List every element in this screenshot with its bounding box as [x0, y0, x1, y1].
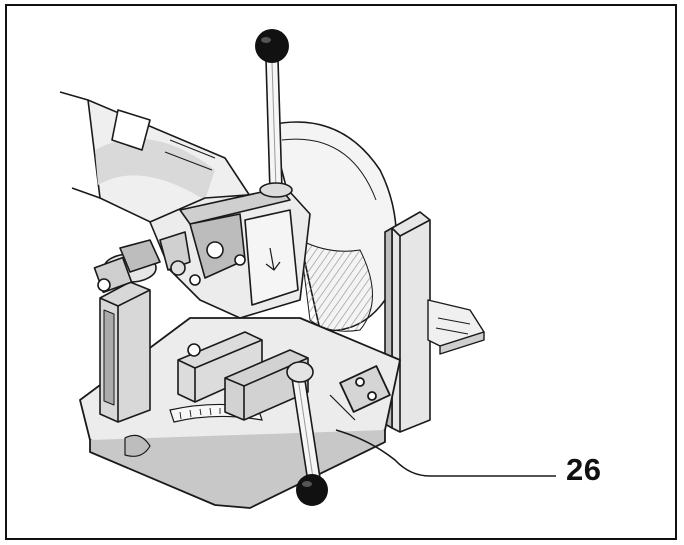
lower-handle — [286, 361, 321, 484]
callout-label-26: 26 — [566, 452, 602, 487]
callout-leader-26 — [335, 429, 556, 477]
clamp-head — [149, 187, 311, 319]
mitre-fence — [177, 331, 309, 421]
lower-knob — [296, 474, 328, 506]
pivot-column — [93, 239, 161, 423]
extension-rail — [427, 299, 485, 355]
lower-knob-highlight — [302, 481, 312, 487]
upper-knob-highlight — [261, 37, 271, 43]
upper-handle — [259, 59, 293, 198]
upper-knob — [255, 29, 289, 63]
